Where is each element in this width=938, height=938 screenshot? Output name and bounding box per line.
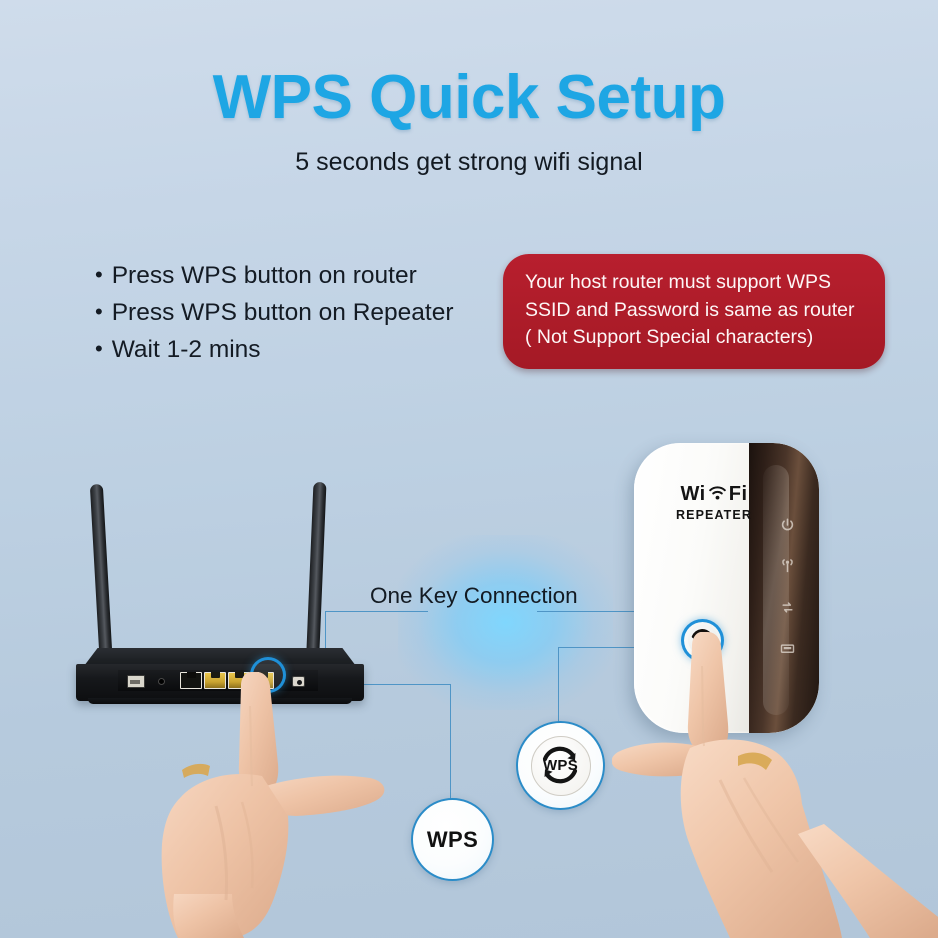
page-title: WPS Quick Setup (212, 63, 726, 132)
warning-line: SSID and Password is same as router (525, 298, 855, 321)
reset-pinhole (158, 678, 165, 685)
router-wps-callout-label: WPS (426, 826, 479, 852)
power-jack (292, 676, 305, 687)
repeater-wifi-label: Wi Fi (668, 483, 760, 506)
router-base (88, 698, 352, 704)
repeater-wps-callout-label: WPS (542, 757, 579, 774)
brand-fi-text: Fi (728, 483, 748, 505)
left-hand-pressing-router (138, 666, 418, 938)
brand-wi-text: Wi (680, 483, 706, 505)
connector-line-router-vert (325, 611, 327, 684)
wifi-repeater-device: Wi Fi REPEATER (634, 443, 819, 733)
lan-port-icon (780, 641, 795, 656)
step-label: Wait 1-2 mins (111, 335, 261, 363)
wifi-signal-icon (708, 483, 726, 506)
repeater-wps-callout[interactable]: WPS (516, 721, 605, 810)
connector-line-callout1 (450, 684, 452, 802)
wps-button-face: WPS (530, 735, 591, 796)
bullet-dot-icon: • (95, 298, 103, 324)
connector-line-okc-right (537, 611, 637, 613)
wan-port (180, 672, 202, 689)
connector-line-router-wps (281, 684, 451, 686)
warning-callout: Your host router must support WPS SSID a… (503, 254, 885, 370)
lan-port-1 (204, 672, 226, 689)
steps-list: • Press WPS button on router • Press WPS… (95, 259, 495, 369)
router-wps-callout[interactable]: WPS (411, 798, 494, 881)
repeater-indicator-group (780, 518, 795, 656)
bullet-dot-icon: • (95, 262, 103, 287)
right-hand-pressing-repeater (611, 628, 938, 938)
list-item: • Wait 1-2 mins (95, 333, 495, 367)
wifi-antenna-icon (780, 559, 795, 574)
router-antenna-left (89, 483, 113, 668)
bullet-dot-icon: • (95, 335, 103, 361)
one-key-connection-label: One Key Connection (370, 583, 578, 608)
list-item: • Press WPS button on router (95, 259, 495, 293)
warning-line: ( Not Support Special characters) (525, 326, 814, 349)
step-label: Press WPS button on router (111, 262, 417, 289)
warning-line: Your host router must support WPS (525, 271, 832, 293)
step-label: Press WPS button on Repeater (111, 298, 454, 326)
repeater-sub-label: REPEATER (676, 508, 752, 522)
page-subtitle: 5 seconds get strong wifi signal (295, 148, 643, 176)
connector-line-okc-left (325, 611, 428, 613)
connector-line-callout2 (558, 647, 560, 727)
repeater-branding: Wi Fi REPEATER (668, 483, 760, 522)
usb-port (127, 675, 145, 688)
transfer-arrows-icon (780, 600, 795, 615)
list-item: • Press WPS button on Repeater (95, 296, 495, 330)
router-top-shell (84, 648, 356, 666)
power-icon (780, 518, 795, 533)
repeater-dark-panel (749, 443, 819, 733)
connector-line-repeater-wps (558, 647, 703, 649)
